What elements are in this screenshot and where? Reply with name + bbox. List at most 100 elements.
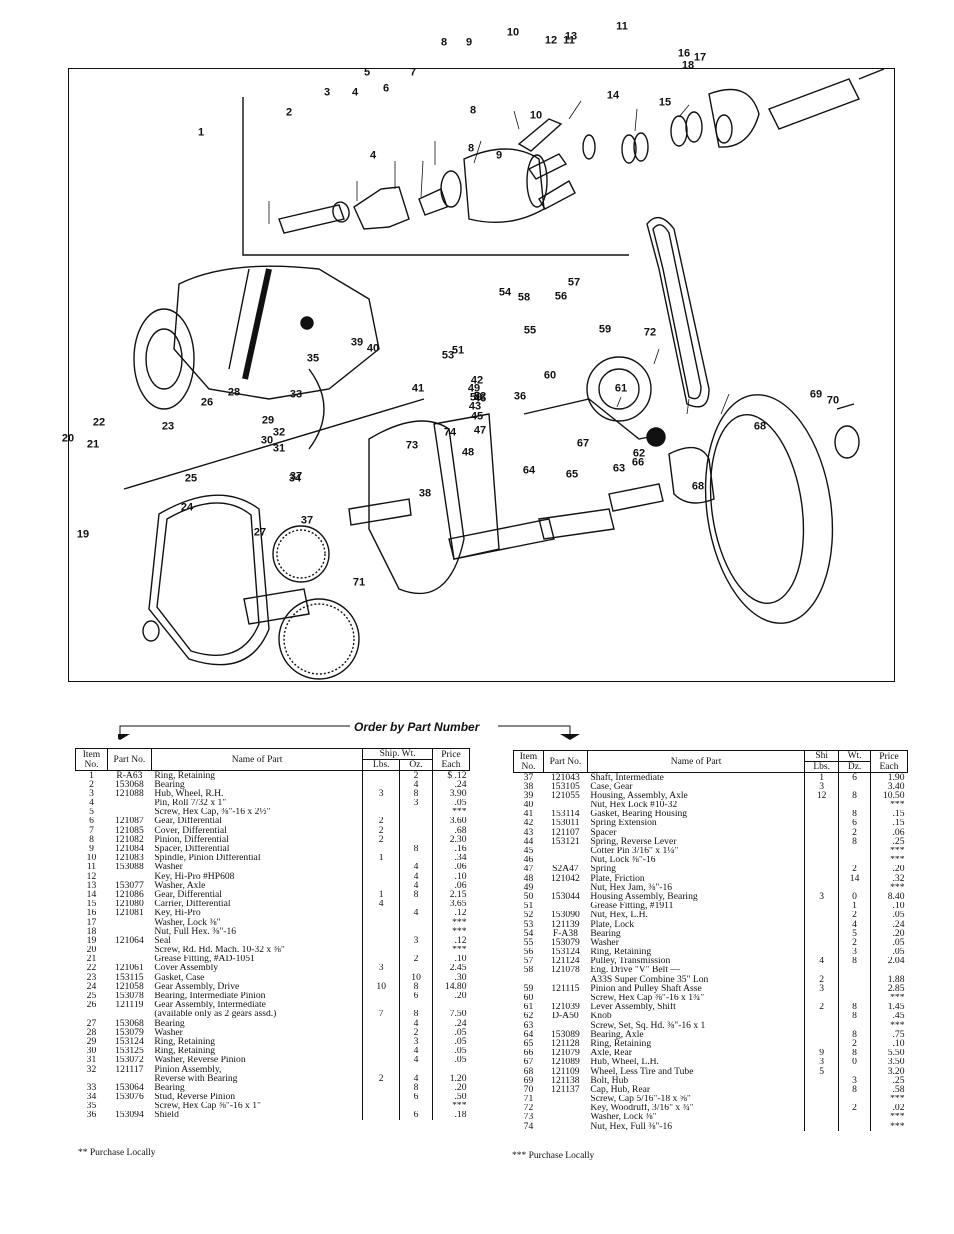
part-name: Nut, Full Hex. ⅜"-16 <box>154 927 237 937</box>
ship-weight-oz <box>399 963 434 974</box>
part-name: Shaft, Intermediate <box>590 772 664 783</box>
callout-label: 73 <box>405 439 419 452</box>
callout-label: 43 <box>468 400 482 413</box>
item-number: 64 <box>523 1030 534 1040</box>
part-name: Washer, Reverse Pinion <box>154 1055 246 1065</box>
part-name: Wheel, Less Tire and Tube <box>590 1067 694 1077</box>
ship-weight-lbs <box>362 872 401 882</box>
price-each: .05 <box>892 910 905 920</box>
part-number <box>107 1102 151 1111</box>
part-number: 153077 <box>114 881 144 891</box>
price-each: $ .12 <box>447 770 467 781</box>
ship-weight-oz <box>399 1065 434 1075</box>
item-number: 68 <box>523 1067 534 1077</box>
parts-table-left: Item No. Part No. Name of Part Ship. Wt.… <box>75 748 470 1121</box>
part-name: Reverse with Bearing <box>154 1074 238 1084</box>
ship-weight-oz: 3 <box>838 947 872 957</box>
item-number: 55 <box>523 938 534 948</box>
price-each: .25 <box>892 837 905 847</box>
part-number: 153078 <box>114 991 144 1001</box>
part-number <box>543 1113 587 1122</box>
item-number: 39 <box>523 791 534 801</box>
price-each: .05 <box>892 938 905 948</box>
part-number: 121080 <box>114 899 144 909</box>
ship-weight-oz: 8 <box>838 1030 872 1040</box>
item-number: 53 <box>523 920 534 930</box>
part-number: 153094 <box>114 1110 144 1121</box>
ship-weight-oz: 2 <box>838 828 872 838</box>
price-each: .15 <box>892 818 905 829</box>
part-number: 121061 <box>114 963 144 974</box>
header-oz: Oz. <box>399 759 434 771</box>
ship-weight-lbs <box>804 828 840 838</box>
callout-label: 14 <box>606 89 620 102</box>
price-each: *** <box>890 1112 905 1123</box>
ship-weight-lbs: 10 <box>362 982 401 992</box>
item-number: 70 <box>523 1085 534 1095</box>
price-each: .05 <box>454 1055 467 1065</box>
ship-weight-oz: 4 <box>399 1074 434 1084</box>
ship-weight-oz <box>838 855 872 865</box>
part-name: Gasket, Case <box>154 973 205 983</box>
item-number <box>76 1010 108 1019</box>
price-each: .50 <box>454 1092 467 1102</box>
item-number: 48 <box>523 874 534 884</box>
part-name: Washer <box>154 862 183 873</box>
callout-label: 39 <box>350 336 364 349</box>
ship-weight-oz <box>838 1067 872 1077</box>
header-ship-weight: Ship. Wt. <box>362 748 434 760</box>
part-name: Hub, Wheel, R.H. <box>154 789 224 799</box>
item-number: 73 <box>523 1112 534 1123</box>
price-each: .15 <box>892 809 905 819</box>
price-each: 7.50 <box>449 1009 467 1020</box>
ship-weight-oz: 4 <box>399 872 434 882</box>
part-number: 121124 <box>551 956 580 966</box>
part-name: Spacer, Differential <box>154 844 230 854</box>
part-name: Shield <box>154 1110 179 1121</box>
ship-weight-oz: 4 <box>399 1055 434 1065</box>
ship-weight-oz: 8 <box>399 1009 434 1020</box>
part-number: 121078 <box>551 965 580 976</box>
part-name: Pin, Roll 7/32 x 1" <box>154 798 227 808</box>
header-ship-weight: Shi <box>804 750 840 762</box>
callout-label: 5 <box>363 66 371 79</box>
callout-label: 42 <box>470 374 484 387</box>
part-name: Hub, Wheel, L.H. <box>590 1057 659 1067</box>
item-number: 34 <box>86 1092 97 1102</box>
part-number <box>107 799 151 808</box>
callout-label: 11 <box>563 34 575 47</box>
order-caption-line: Order by Part Number <box>118 718 590 742</box>
callout-label: 56 <box>554 290 568 303</box>
ship-weight-lbs <box>804 901 840 911</box>
callout-label: 61 <box>614 382 628 395</box>
ship-weight-lbs: 12 <box>804 791 840 801</box>
price-each: 3.40 <box>887 782 905 792</box>
header-part: Part No. <box>542 750 588 773</box>
ship-weight-oz: 2 <box>399 954 434 964</box>
price-each: .05 <box>454 1037 467 1047</box>
header-lbs: Lbs. <box>804 761 840 773</box>
item-number: 56 <box>523 947 534 957</box>
ship-weight-lbs <box>804 1021 840 1031</box>
part-name: Ring, Retaining <box>590 1039 652 1049</box>
callout-label: 57 <box>567 276 581 289</box>
part-name: Nut, Lock ⅜"-16 <box>590 855 656 865</box>
part-number <box>107 946 151 955</box>
part-number: 153105 <box>551 782 580 792</box>
ship-weight-oz: 2 <box>838 1039 872 1049</box>
part-number: 121088 <box>114 789 144 799</box>
